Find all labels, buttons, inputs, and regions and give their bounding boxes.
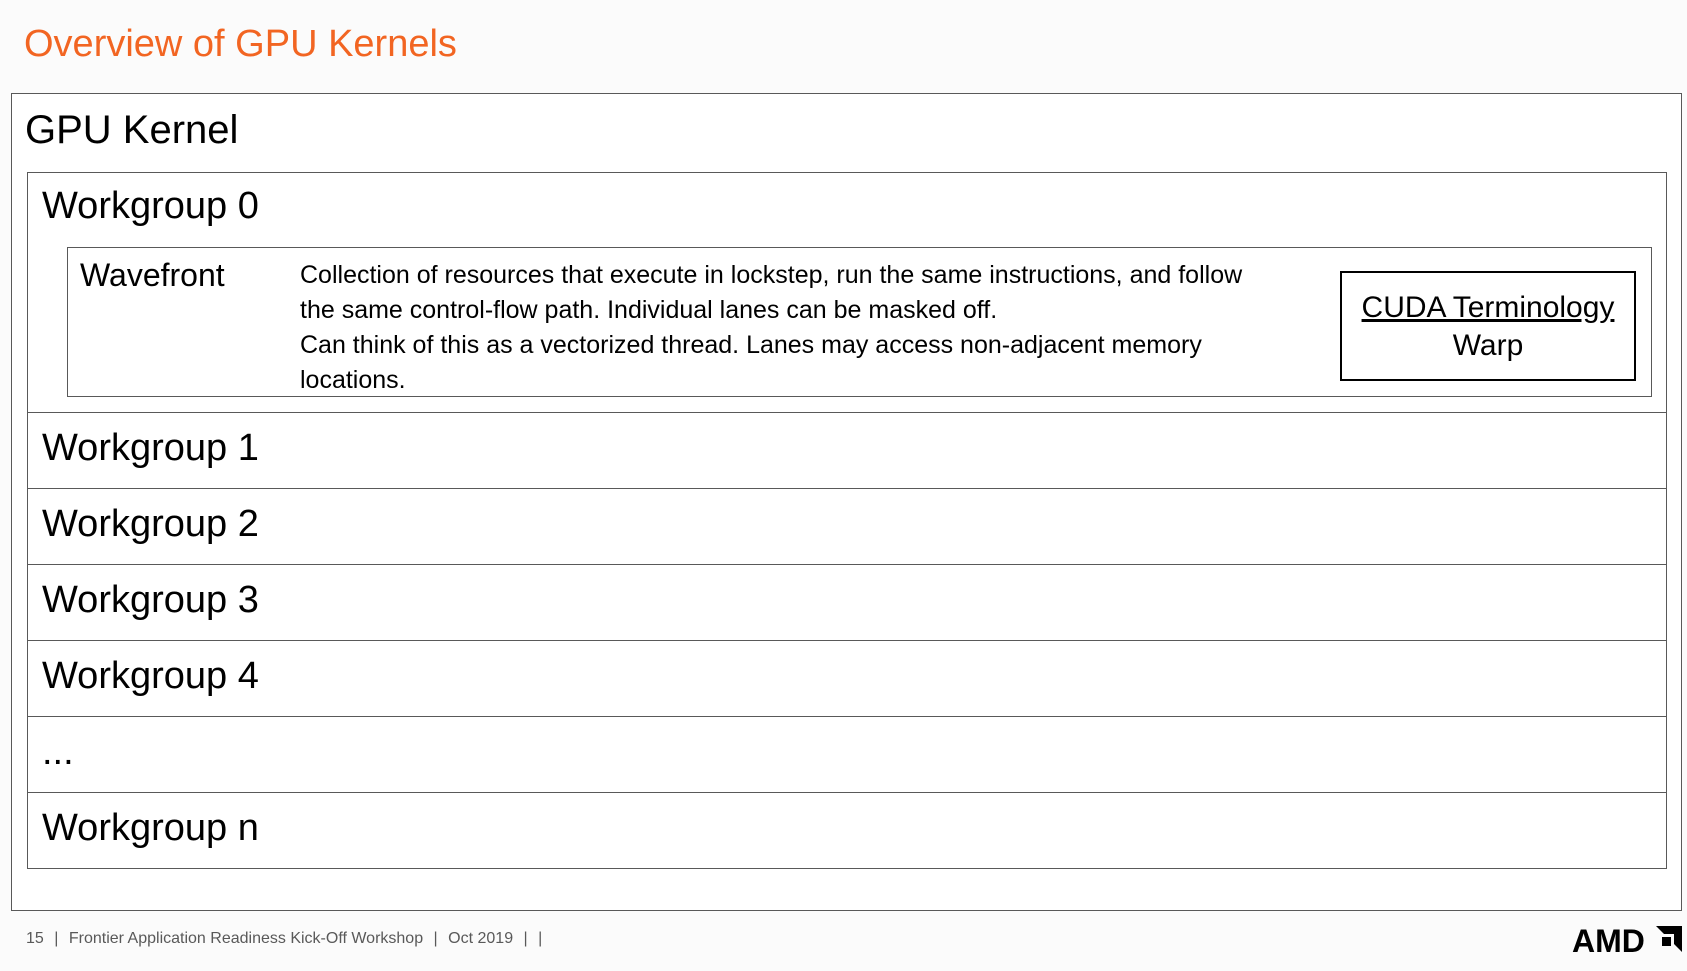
workgroup-ellipsis-box: ...	[27, 716, 1667, 793]
wavefront-description-line-1: Collection of resources that execute in …	[300, 261, 1243, 289]
amd-logo: AMD	[1572, 923, 1682, 959]
page-number: 15	[26, 930, 44, 947]
cuda-terminology-term: Warp	[1452, 329, 1524, 362]
workgroup-2-label: Workgroup 2	[42, 503, 259, 545]
footer-event: Frontier Application Readiness Kick-Off …	[68, 930, 424, 947]
amd-logo-text: AMD	[1572, 923, 1645, 959]
workgroup-n-label: Workgroup n	[42, 807, 259, 849]
workgroup-3-label: Workgroup 3	[42, 579, 259, 621]
slide-title: Overview of GPU Kernels	[24, 23, 457, 65]
amd-arrow-icon	[1656, 926, 1682, 952]
wavefront-label: Wavefront	[80, 257, 225, 293]
workgroup-4-box: Workgroup 4	[27, 640, 1667, 717]
workgroup-3-box: Workgroup 3	[27, 564, 1667, 641]
footer-date: Oct 2019	[448, 930, 514, 947]
workgroup-1-label: Workgroup 1	[42, 427, 259, 469]
wavefront-description-line-2: the same control-flow path. Individual l…	[300, 296, 998, 324]
footer: 15 | Frontier Application Readiness Kick…	[26, 928, 548, 950]
footer-separator: |	[433, 930, 438, 947]
footer-separator: |	[538, 930, 543, 947]
footer-separator: |	[523, 930, 528, 947]
workgroup-1-box: Workgroup 1	[27, 412, 1667, 489]
wavefront-description-line-4: locations.	[300, 366, 406, 394]
workgroup-ellipsis-label: ...	[42, 731, 74, 773]
cuda-terminology-heading: CUDA Terminology	[1361, 291, 1615, 324]
workgroup-n-box: Workgroup n	[27, 792, 1667, 869]
workgroup-4-label: Workgroup 4	[42, 655, 259, 697]
wavefront-description: Collection of resources that execute in …	[300, 258, 1330, 398]
gpu-kernel-label: GPU Kernel	[25, 108, 239, 152]
cuda-terminology-box: CUDA Terminology Warp	[1340, 271, 1636, 381]
wavefront-description-line-3: Can think of this as a vectorized thread…	[300, 331, 1202, 359]
workgroup-0-label: Workgroup 0	[42, 185, 259, 227]
workgroup-2-box: Workgroup 2	[27, 488, 1667, 565]
footer-separator: |	[54, 930, 59, 947]
